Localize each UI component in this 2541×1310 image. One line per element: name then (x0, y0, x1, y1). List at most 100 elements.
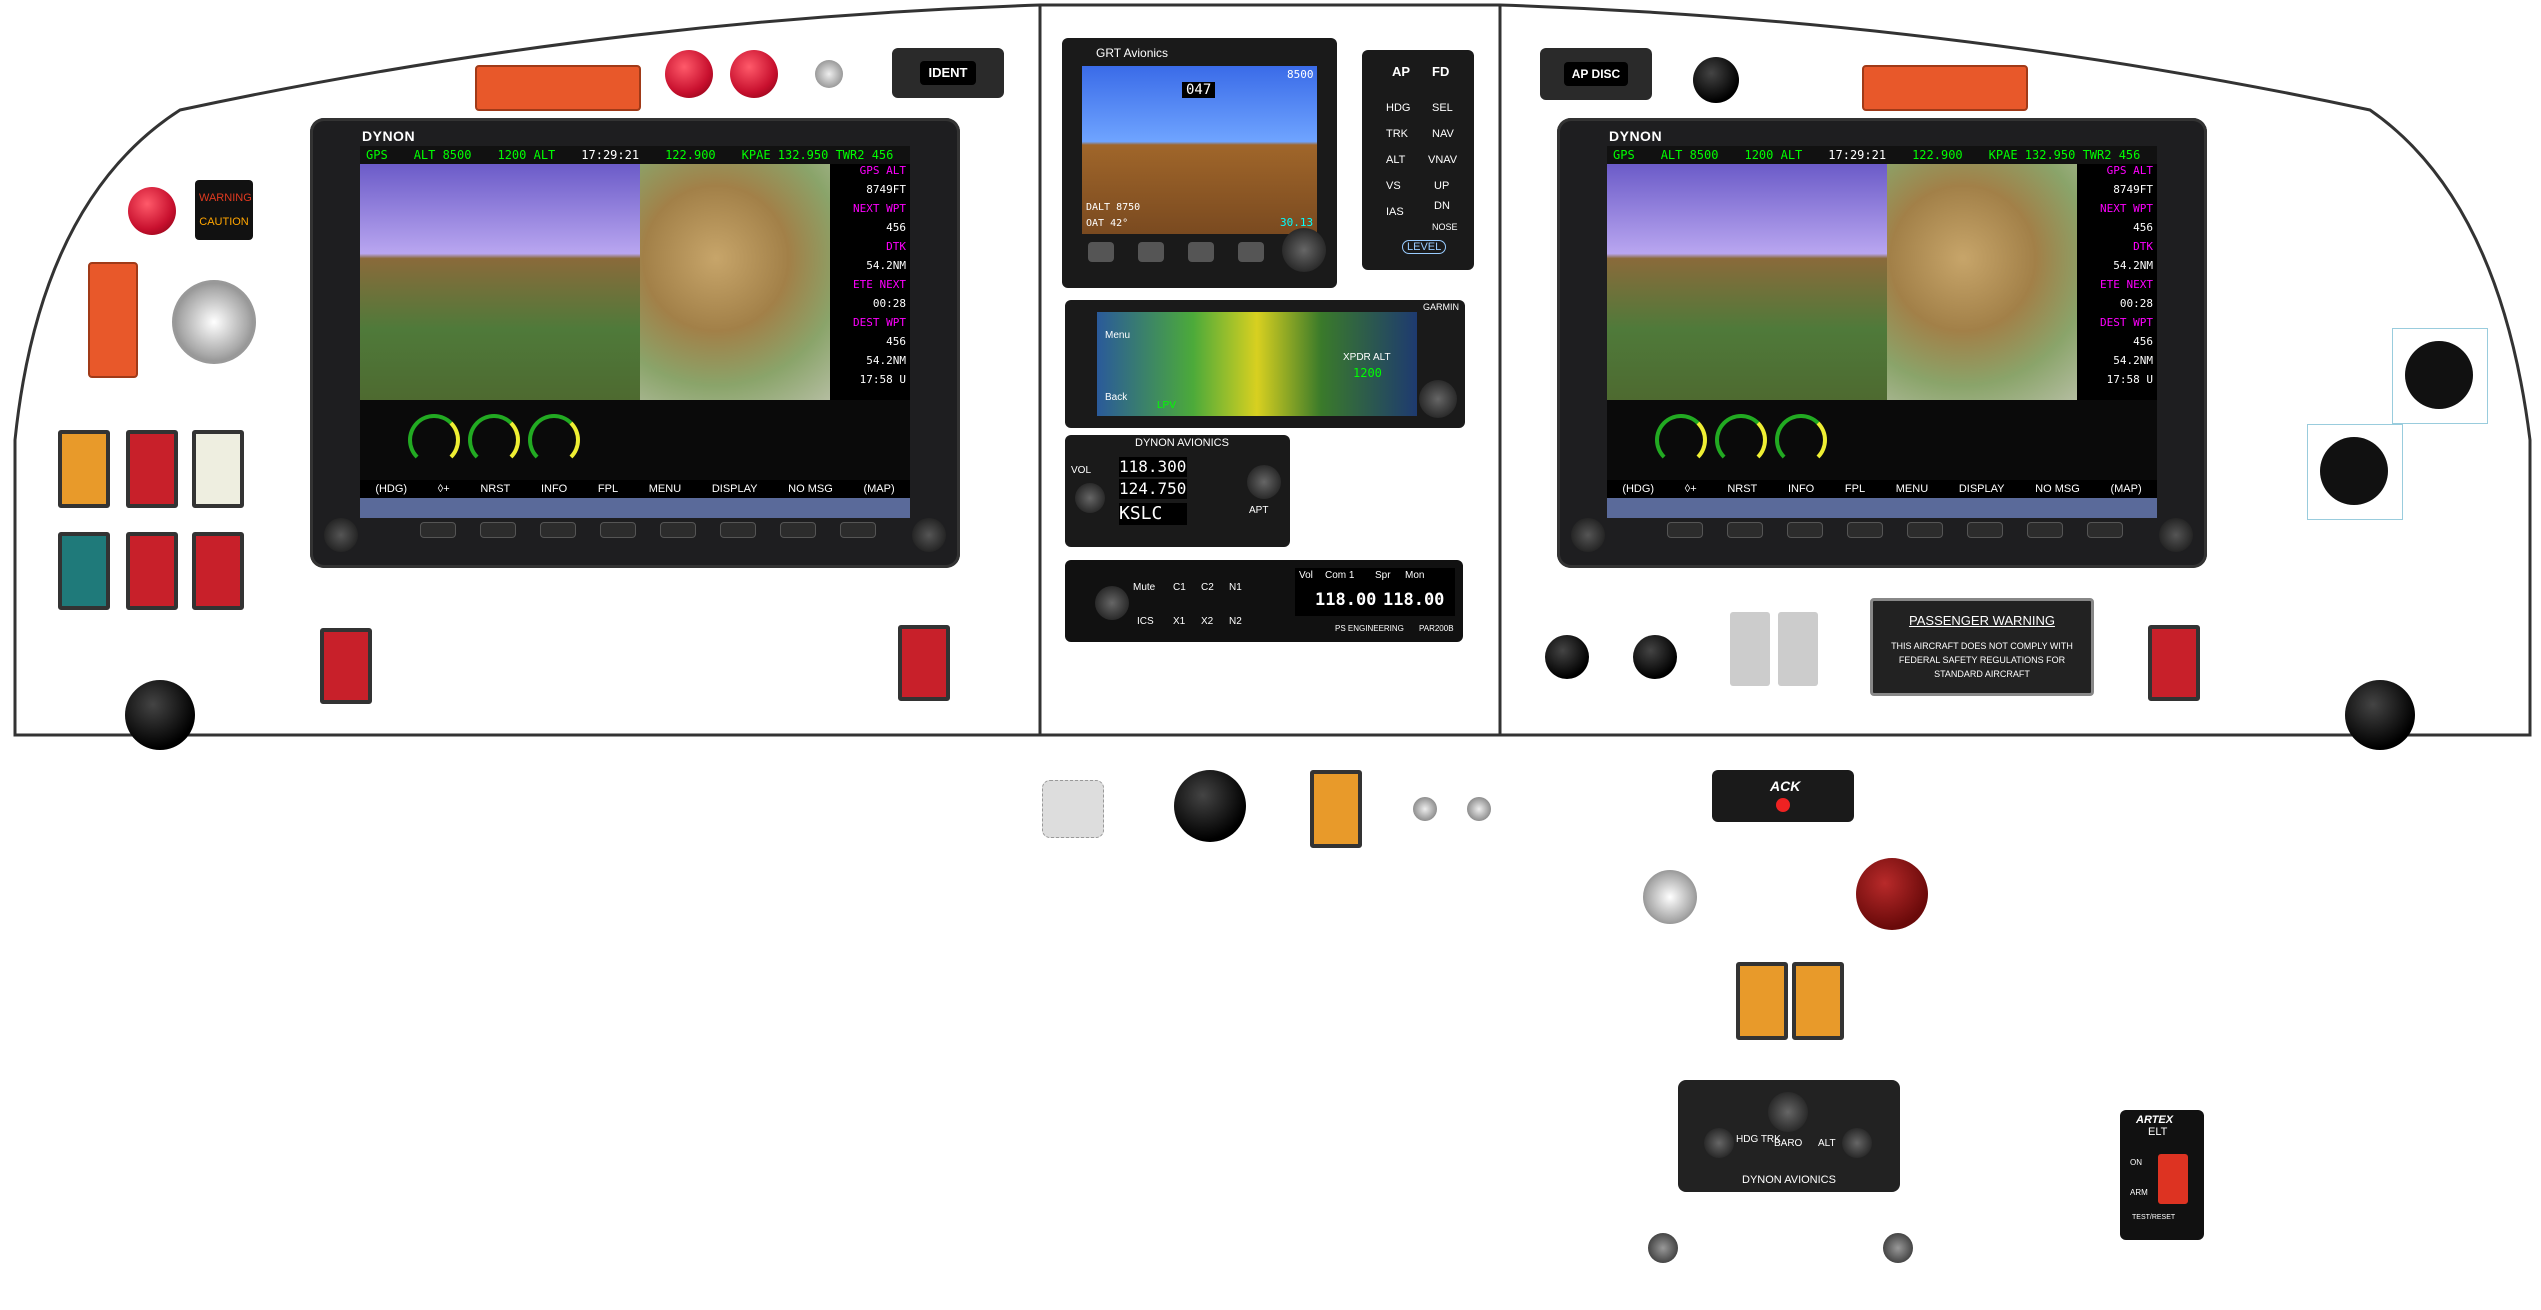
c1-button[interactable]: C1 (1173, 582, 1186, 593)
black-knob[interactable] (2345, 680, 2415, 750)
softkey-button[interactable] (840, 522, 876, 538)
mixture-knob[interactable] (1856, 858, 1928, 930)
ignition-key-icon[interactable] (1643, 870, 1697, 924)
toggle-switch[interactable] (815, 60, 843, 88)
com-knob[interactable] (1247, 465, 1281, 499)
efis-left-knob-left[interactable] (324, 518, 358, 552)
level-button[interactable]: LEVEL (1402, 240, 1447, 254)
softkey-button[interactable] (1667, 522, 1703, 538)
vol-knob[interactable] (1075, 483, 1105, 513)
softkey-button[interactable] (780, 522, 816, 538)
n2-button[interactable]: N2 (1229, 616, 1242, 627)
vs-button[interactable]: VS (1386, 180, 1401, 192)
ack-button[interactable] (1776, 798, 1790, 812)
softkey-button[interactable] (420, 522, 456, 538)
usb-charger[interactable] (2307, 424, 2403, 520)
moving-map[interactable] (640, 164, 830, 400)
mute-button[interactable]: Mute (1133, 582, 1156, 593)
rocker-switch-white[interactable] (192, 430, 244, 508)
nose-down-button[interactable]: DN (1434, 200, 1450, 212)
c2-button[interactable]: C2 (1201, 582, 1214, 593)
black-knob[interactable] (1693, 57, 1739, 103)
usb-port[interactable] (1778, 612, 1818, 686)
usb-charger[interactable] (2392, 328, 2488, 424)
rocker-switch-amber[interactable] (58, 430, 110, 508)
moving-map[interactable] (1887, 164, 2077, 400)
black-knob[interactable] (1545, 635, 1589, 679)
softkey-button[interactable] (540, 522, 576, 538)
ident-switch[interactable]: IDENT (892, 48, 1004, 98)
hdg-trk-knob[interactable] (1704, 1128, 1734, 1158)
fuel-pump-lever-right[interactable] (1862, 65, 2028, 111)
rocker-switch-red[interactable] (898, 625, 950, 701)
garmin-map[interactable]: Menu Back LPV XPDR ALT 1200 (1097, 312, 1417, 416)
softkey-button[interactable] (720, 522, 756, 538)
ap-disc-switch[interactable]: AP DISC (1540, 48, 1652, 100)
apt-button[interactable]: APT (1249, 505, 1269, 516)
grt-button[interactable] (1238, 242, 1264, 262)
hdg-button[interactable]: HDG (1386, 102, 1411, 114)
softkey-button[interactable] (1967, 522, 2003, 538)
audio-vol-knob[interactable] (1095, 586, 1129, 620)
grt-button[interactable] (1138, 242, 1164, 262)
softkey-button[interactable] (480, 522, 516, 538)
rocker-switch-red[interactable] (192, 532, 244, 610)
black-knob[interactable] (1633, 635, 1677, 679)
red-button[interactable] (665, 50, 713, 98)
baro-knob[interactable] (1768, 1092, 1808, 1132)
start-button[interactable] (172, 280, 256, 364)
ap-button[interactable]: AP (1392, 64, 1411, 79)
softkey-button[interactable] (1907, 522, 1943, 538)
alt-knob[interactable] (1842, 1128, 1872, 1158)
master-lever[interactable] (88, 262, 138, 378)
ias-button[interactable]: IAS (1386, 206, 1404, 218)
grt-button[interactable] (1188, 242, 1214, 262)
garmin-back[interactable]: Back (1105, 392, 1128, 403)
rocker-switch-red[interactable] (126, 430, 178, 508)
grt-knob[interactable] (1282, 228, 1326, 272)
toggle-switch[interactable] (1467, 797, 1491, 821)
softkey-button[interactable] (2087, 522, 2123, 538)
softkey-button[interactable] (660, 522, 696, 538)
sel-button[interactable]: SEL (1432, 102, 1453, 114)
alt-button[interactable]: ALT (1386, 154, 1406, 166)
toggle-switch[interactable] (1413, 797, 1437, 821)
ics-button[interactable]: ICS (1137, 616, 1154, 627)
data-label: DTK (2133, 240, 2153, 253)
audio-freq-1: 118.00 (1315, 590, 1377, 610)
efis-left-knob-right[interactable] (912, 518, 946, 552)
elt-toggle[interactable] (2158, 1154, 2188, 1204)
nav-button[interactable]: NAV (1432, 128, 1454, 140)
usb-port[interactable] (1730, 612, 1770, 686)
key-switch-cover[interactable] (1042, 780, 1104, 838)
softkey-button[interactable] (2027, 522, 2063, 538)
rocker-switch-teal[interactable] (58, 532, 110, 610)
rocker-switch-red[interactable] (126, 532, 178, 610)
master-rocker-switch[interactable] (320, 628, 372, 704)
efis-right-knob-right[interactable] (2159, 518, 2193, 552)
garmin-menu[interactable]: Menu (1105, 330, 1131, 341)
trk-button[interactable]: TRK (1386, 128, 1408, 140)
softkey-button[interactable] (1847, 522, 1883, 538)
black-knob[interactable] (125, 680, 195, 750)
red-button[interactable] (730, 50, 778, 98)
nose-up-button[interactable]: UP (1434, 180, 1450, 192)
grt-button[interactable] (1088, 242, 1114, 262)
rocker-switch-amber[interactable] (1736, 962, 1788, 1040)
rocker-switch-amber[interactable] (1792, 962, 1844, 1040)
fd-button[interactable]: FD (1432, 64, 1450, 79)
rocker-switch-red[interactable] (2148, 625, 2200, 701)
garmin-knob[interactable] (1419, 380, 1457, 418)
x1-button[interactable]: X1 (1173, 616, 1186, 627)
vnav-button[interactable]: VNAV (1428, 154, 1458, 166)
black-knob[interactable] (1174, 770, 1246, 842)
n1-button[interactable]: N1 (1229, 582, 1242, 593)
red-button[interactable] (128, 187, 176, 235)
softkey-button[interactable] (600, 522, 636, 538)
x2-button[interactable]: X2 (1201, 616, 1214, 627)
fuel-pump-lever[interactable] (475, 65, 641, 111)
rocker-switch-amber[interactable] (1310, 770, 1362, 848)
softkey-button[interactable] (1727, 522, 1763, 538)
softkey-button[interactable] (1787, 522, 1823, 538)
efis-right-knob-left[interactable] (1571, 518, 1605, 552)
